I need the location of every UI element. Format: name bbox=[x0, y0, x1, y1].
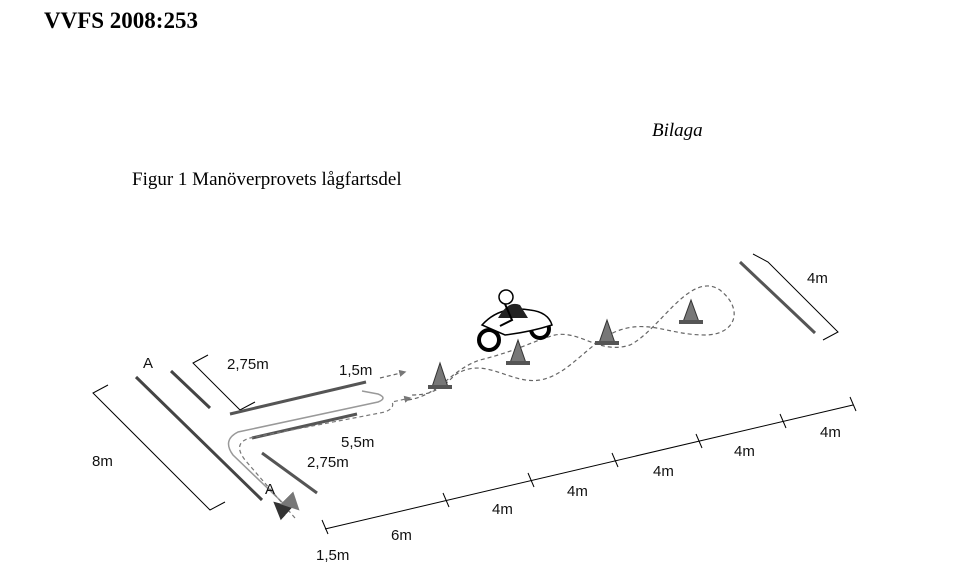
label-lane-width-top: 1,5m bbox=[339, 362, 372, 379]
appendix-label: Bilaga bbox=[652, 120, 703, 141]
entry-arrow-gray bbox=[280, 491, 300, 511]
label-end-line: 4m bbox=[807, 270, 828, 287]
label-a-top: A bbox=[143, 355, 153, 372]
label-segment-5: 4m bbox=[734, 443, 755, 460]
cone-2 bbox=[506, 338, 530, 365]
travel-path-slalom bbox=[407, 285, 735, 401]
label-lane-length: 5,5m bbox=[341, 434, 374, 451]
label-exit-width: 2,75m bbox=[307, 454, 349, 471]
baseline bbox=[321, 396, 857, 535]
lane-line-3 bbox=[261, 451, 318, 495]
gate-a-line-inner bbox=[169, 369, 212, 410]
cone-1 bbox=[428, 361, 452, 389]
label-end-offset: 1,5m bbox=[316, 547, 349, 564]
label-segment-6: 4m bbox=[820, 424, 841, 441]
dimension-entry-width bbox=[192, 354, 256, 411]
lane-path bbox=[227, 390, 384, 506]
label-overall-width: 8m bbox=[92, 453, 113, 470]
label-segment-4: 4m bbox=[653, 463, 674, 480]
label-segment-2: 4m bbox=[492, 501, 513, 518]
dimension-end-line bbox=[752, 253, 839, 341]
travel-path-start bbox=[379, 369, 407, 379]
document-id: VVFS 2008:253 bbox=[44, 8, 198, 33]
label-entry-width: 2,75m bbox=[227, 356, 269, 373]
label-segment-3: 4m bbox=[567, 483, 588, 500]
gate-a-line-outer bbox=[134, 375, 264, 502]
end-line bbox=[738, 260, 817, 335]
cone-3 bbox=[595, 318, 619, 345]
label-segment-1: 6m bbox=[391, 527, 412, 544]
lane-line-1 bbox=[229, 380, 367, 416]
motorcycle-rider-icon bbox=[477, 289, 553, 352]
dimension-8m bbox=[92, 384, 226, 511]
label-a-bottom: A bbox=[265, 481, 275, 498]
figure-caption: Figur 1 Manöverprovets lågfartsdel bbox=[132, 169, 402, 190]
lane-line-2 bbox=[251, 412, 358, 440]
cone-4 bbox=[679, 298, 703, 324]
travel-path-lane bbox=[239, 395, 412, 519]
